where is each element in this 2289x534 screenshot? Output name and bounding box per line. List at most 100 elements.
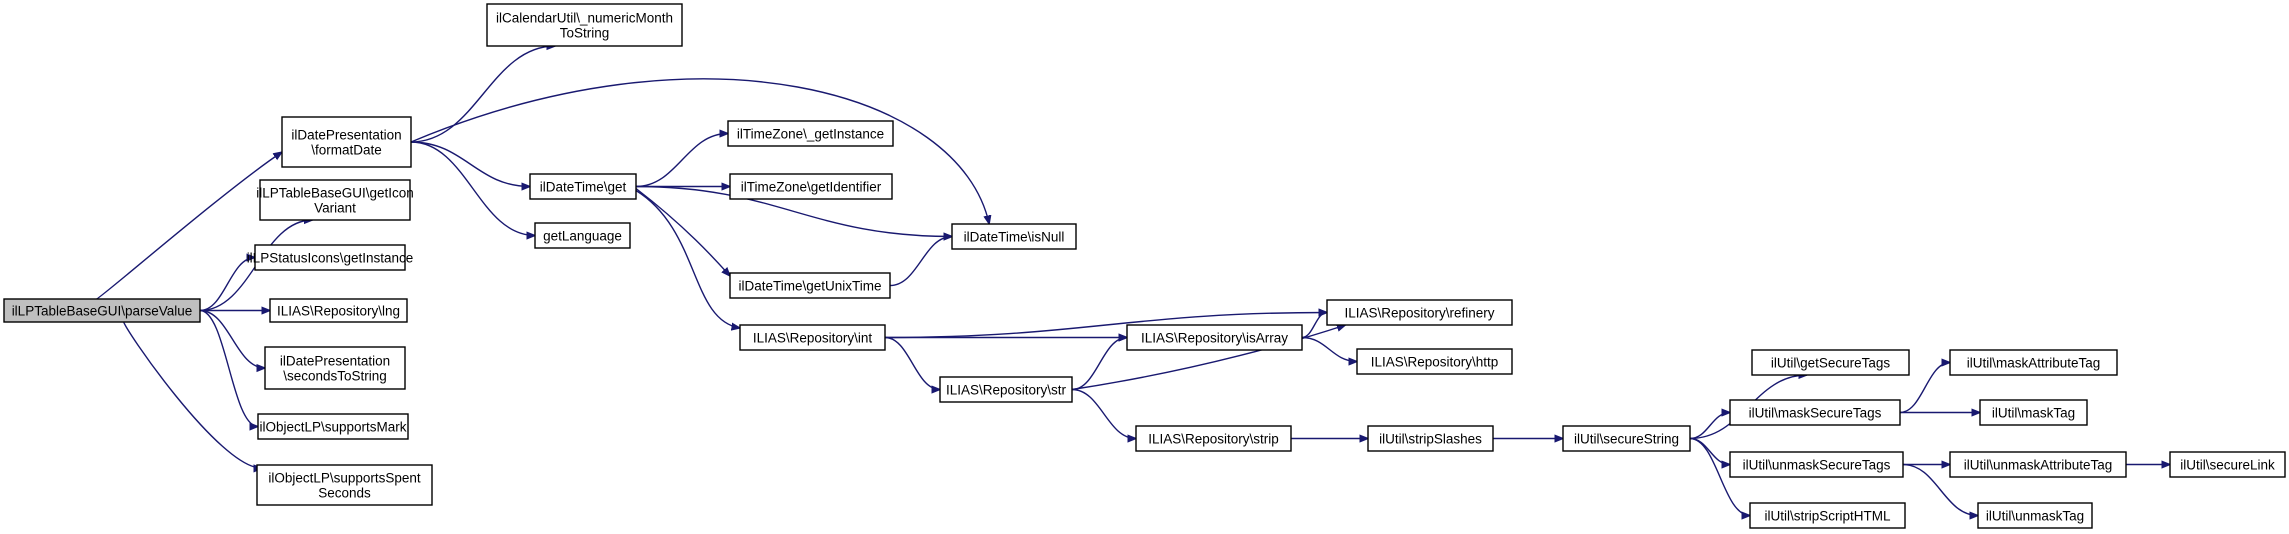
node-label: ILIAS\Repository\str xyxy=(946,383,1067,398)
node-unmaskSecureTags[interactable]: ilUtil\unmaskSecureTags xyxy=(1729,451,1904,478)
node-label: ilUtil\unmaskAttributeTag xyxy=(1964,458,2113,473)
node-box[interactable] xyxy=(1949,349,2118,376)
node-box[interactable] xyxy=(727,120,894,147)
node-box[interactable] xyxy=(951,223,1077,250)
node-box[interactable] xyxy=(939,376,1073,403)
node-stripSlashes[interactable]: ilUtil\stripSlashes xyxy=(1367,425,1494,452)
node-repoInt[interactable]: ILIAS\Repository\int xyxy=(739,324,886,351)
node-box[interactable] xyxy=(1977,502,2093,529)
edge-secureString-to-stripScriptHTML xyxy=(1689,437,1750,516)
node-label: ilUtil\stripScriptHTML xyxy=(1764,509,1891,524)
node-http[interactable]: ILIAS\Repository\http xyxy=(1356,348,1513,375)
node-tzGetIdentifier[interactable]: ilTimeZone\getIdentifier xyxy=(729,173,893,200)
node-secureLink[interactable]: ilUtil\secureLink xyxy=(2169,451,2286,478)
node-box[interactable] xyxy=(254,244,406,271)
node-box[interactable] xyxy=(3,298,201,323)
node-label: ilUtil\secureString xyxy=(1574,432,1679,447)
edge-dtGet-to-getUnixTime xyxy=(635,187,730,277)
edge-parseValue-to-supportsMark xyxy=(199,309,258,427)
node-label: ILIAS\Repository\int xyxy=(753,331,873,346)
node-label: ILIAS\Repository\isArray xyxy=(1141,331,1288,346)
node-box[interactable] xyxy=(264,346,406,390)
edge-repoInt-to-refinery xyxy=(884,313,1327,339)
node-label: ilUtil\getSecureTags xyxy=(1771,356,1891,371)
node-box[interactable] xyxy=(534,222,631,249)
node-dtGet[interactable]: ilDateTime\get xyxy=(529,173,637,200)
node-label: ilLPTableBaseGUI\parseValue xyxy=(12,304,193,319)
edge-formatDate-to-dtGet xyxy=(410,141,530,187)
node-parseValue[interactable]: ilLPTableBaseGUI\parseValue xyxy=(3,298,201,323)
node-label: ilObjectLP\supportsMark xyxy=(259,420,406,435)
node-box[interactable] xyxy=(259,179,411,221)
node-label: ilDateTime\isNull xyxy=(964,230,1065,245)
node-box[interactable] xyxy=(1356,348,1513,375)
node-secondsToString[interactable]: ilDatePresentation\secondsToString xyxy=(264,346,406,390)
node-box[interactable] xyxy=(1729,451,1904,478)
node-box[interactable] xyxy=(2169,451,2286,478)
node-box[interactable] xyxy=(257,413,409,440)
node-box[interactable] xyxy=(1326,299,1513,326)
node-repoIsArray[interactable]: ILIAS\Repository\isArray xyxy=(1126,324,1303,351)
node-lng[interactable]: ILIAS\Repository\lng xyxy=(269,298,408,323)
edge-dtGet-to-repoInt xyxy=(635,189,740,329)
node-maskSecureTags[interactable]: ilUtil\maskSecureTags xyxy=(1729,399,1901,426)
node-label: ilUtil\maskAttributeTag xyxy=(1967,356,2101,371)
node-box[interactable] xyxy=(1749,502,1906,529)
node-label: ilObjectLP\supportsSpent xyxy=(268,471,421,486)
node-box[interactable] xyxy=(729,272,891,299)
node-box[interactable] xyxy=(1135,425,1292,452)
node-secureString[interactable]: ilUtil\secureString xyxy=(1562,425,1691,452)
node-box[interactable] xyxy=(1126,324,1303,351)
node-unmaskTag[interactable]: ilUtil\unmaskTag xyxy=(1977,502,2093,529)
nodes-layer: ilLPTableBaseGUI\parseValue ilDatePresent… xyxy=(3,3,2286,529)
edge-repoInt-to-repoStr xyxy=(884,336,940,390)
node-formatDate[interactable]: ilDatePresentation\formatDate xyxy=(281,116,412,168)
node-getLanguage[interactable]: getLanguage xyxy=(534,222,631,249)
edge-formatDate-to-numericMonth xyxy=(410,46,555,143)
node-box[interactable] xyxy=(1949,451,2127,478)
node-box[interactable] xyxy=(256,464,433,506)
node-maskTag[interactable]: ilUtil\maskTag xyxy=(1979,399,2088,426)
node-statusGetInstance[interactable]: ilLPStatusIcons\getInstance xyxy=(247,244,414,271)
node-box[interactable] xyxy=(1367,425,1494,452)
node-box[interactable] xyxy=(269,298,408,323)
node-box[interactable] xyxy=(1979,399,2088,426)
node-tzGetInstance[interactable]: ilTimeZone\_getInstance xyxy=(727,120,894,147)
node-repoStr[interactable]: ILIAS\Repository\str xyxy=(939,376,1073,403)
node-label: ILIAS\Repository\http xyxy=(1371,355,1499,370)
node-label: \secondsToString xyxy=(283,369,387,384)
node-refinery[interactable]: ILIAS\Repository\refinery xyxy=(1326,299,1513,326)
edge-getUnixTime-to-isNull xyxy=(889,237,952,287)
node-getUnixTime[interactable]: ilDateTime\getUnixTime xyxy=(729,272,891,299)
edge-parseValue-to-supportsSpent xyxy=(123,321,262,468)
edge-parseValue-to-formatDate xyxy=(96,152,283,300)
node-label: ilLPTableBaseGUI\getIcon xyxy=(256,186,414,201)
node-label: ilTimeZone\_getInstance xyxy=(737,127,884,142)
node-unmaskAttributeTag[interactable]: ilUtil\unmaskAttributeTag xyxy=(1949,451,2127,478)
node-stripScriptHTML[interactable]: ilUtil\stripScriptHTML xyxy=(1749,502,1906,529)
node-box[interactable] xyxy=(729,173,893,200)
node-label: ILIAS\Repository\strip xyxy=(1148,432,1279,447)
node-repoStrip[interactable]: ILIAS\Repository\strip xyxy=(1135,425,1292,452)
node-maskAttributeTag[interactable]: ilUtil\maskAttributeTag xyxy=(1949,349,2118,376)
node-label: ilUtil\secureLink xyxy=(2180,458,2275,473)
node-isNull[interactable]: ilDateTime\isNull xyxy=(951,223,1077,250)
node-supportsMark[interactable]: ilObjectLP\supportsMark xyxy=(257,413,409,440)
node-label: ilDatePresentation xyxy=(280,354,390,369)
edge-secureString-to-maskSecureTags xyxy=(1689,413,1730,440)
node-box[interactable] xyxy=(281,116,412,168)
node-box[interactable] xyxy=(739,324,886,351)
node-box[interactable] xyxy=(486,3,683,47)
node-label: ilUtil\maskSecureTags xyxy=(1749,406,1882,421)
node-label: ilUtil\stripSlashes xyxy=(1379,432,1482,447)
node-box[interactable] xyxy=(1729,399,1901,426)
node-box[interactable] xyxy=(1751,349,1910,376)
node-getSecureTags[interactable]: ilUtil\getSecureTags xyxy=(1751,349,1910,376)
edge-parseValue-to-secondsToString xyxy=(199,309,265,369)
node-box[interactable] xyxy=(1562,425,1691,452)
node-box[interactable] xyxy=(529,173,637,200)
